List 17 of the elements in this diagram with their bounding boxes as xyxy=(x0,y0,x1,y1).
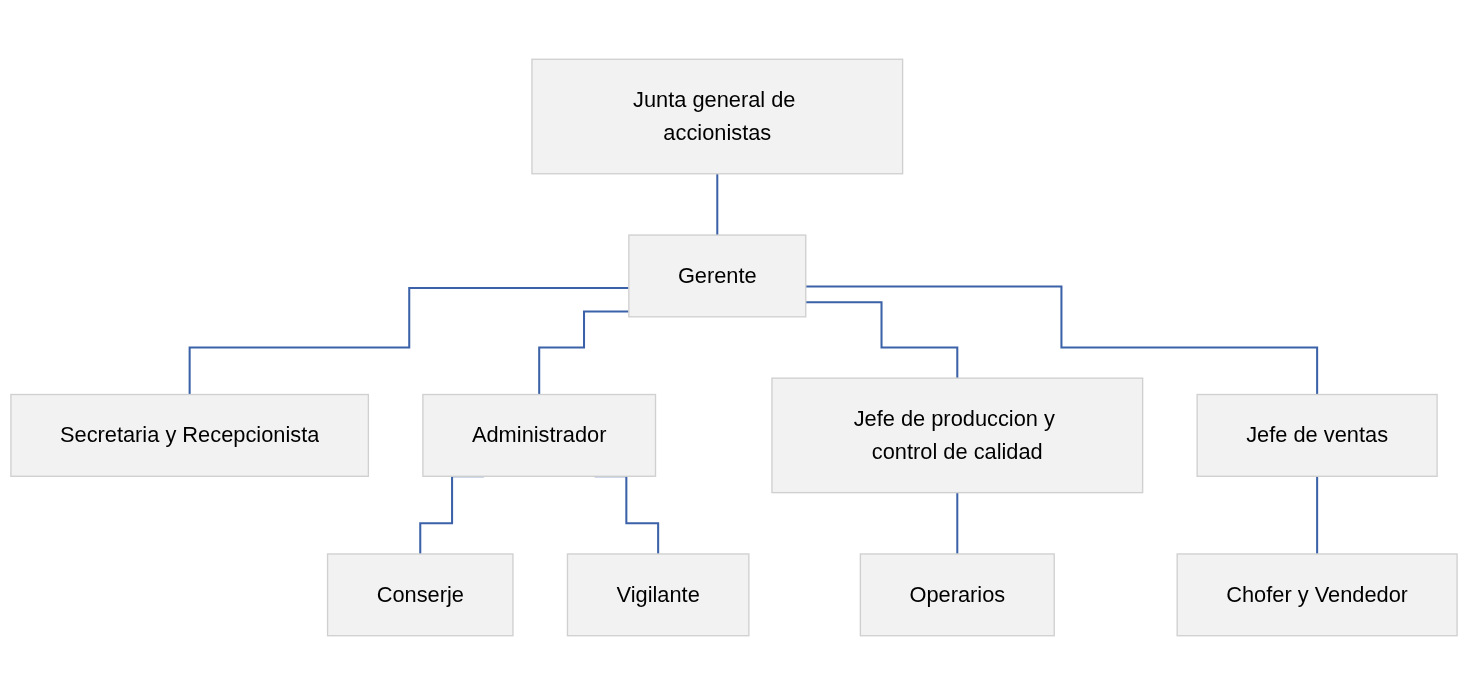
connector xyxy=(716,172,719,237)
node-box: Junta general de accionistas xyxy=(531,58,904,175)
node-box: Vigilante xyxy=(566,553,750,637)
connector xyxy=(1316,475,1319,555)
node-box: Operarios xyxy=(859,553,1055,637)
connector xyxy=(805,301,959,380)
node-box: Jefe de produccion y control de calidad xyxy=(771,377,1144,494)
node-box: Conserje xyxy=(326,553,514,637)
node-box: Administrador xyxy=(422,393,657,477)
connector xyxy=(956,491,959,555)
node-box: Chofer y Vendedor xyxy=(1176,553,1458,637)
node-box: Jefe de ventas xyxy=(1196,393,1438,477)
connector xyxy=(805,285,1319,396)
node-box: Secretaria y Recepcionista xyxy=(10,393,370,477)
connector xyxy=(538,310,629,396)
node-box: Gerente xyxy=(628,234,807,318)
connector xyxy=(188,286,629,396)
